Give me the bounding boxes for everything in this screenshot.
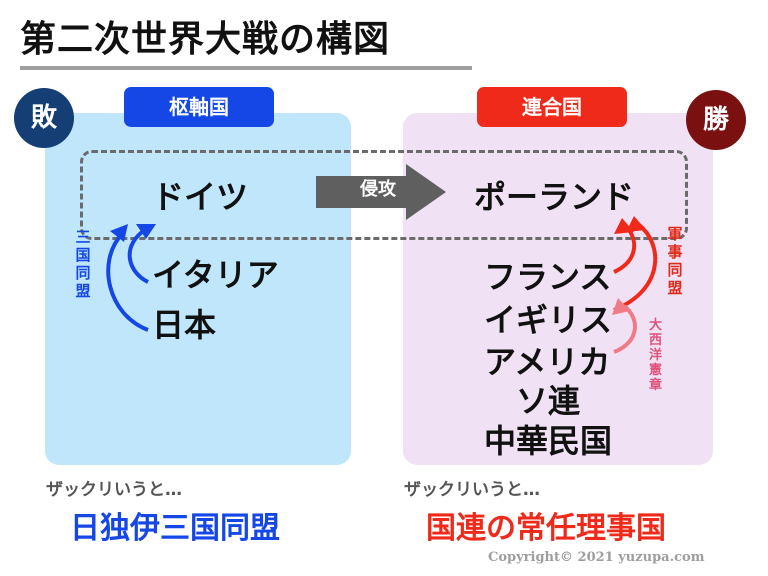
allies-tag: 連合国 <box>477 87 627 127</box>
axis-tag: 枢軸国 <box>124 87 274 127</box>
title-underline <box>20 66 472 70</box>
alliance-arrow-japan <box>106 232 149 332</box>
allies-summary-lead: ザックリいうと… <box>404 480 540 500</box>
alliance-arrowhead-japan <box>110 224 128 242</box>
win-badge: 勝 <box>686 90 746 150</box>
country-france: フランス <box>484 258 612 296</box>
lose-badge: 敗 <box>14 88 74 148</box>
axis-conclusion: 日独伊三国同盟 <box>70 511 280 546</box>
country-usa: アメリカ <box>484 343 611 381</box>
invade-arrow <box>316 164 446 220</box>
page-title: 第二次世界大戦の構図 <box>20 19 391 60</box>
alliance-arrowhead-italy <box>136 224 156 239</box>
allies-conclusion: 国連の常任理事国 <box>426 511 666 546</box>
country-ussr: ソ連 <box>516 382 581 420</box>
military-arrow-uk <box>613 222 658 312</box>
country-germany: ドイツ <box>152 178 249 216</box>
country-uk: イギリス <box>484 301 613 339</box>
atlantic-charter-label: 大西洋憲章 <box>648 318 662 393</box>
country-poland: ポーランド <box>474 178 635 216</box>
military-alliance-label: 軍事同盟 <box>667 225 683 297</box>
allies-panel <box>403 113 713 465</box>
alliance-arrow-italy <box>127 230 149 284</box>
military-arrowhead-uk <box>626 216 646 232</box>
country-japan: 日本 <box>152 306 217 344</box>
copyright-notice: Copyright© 2021 yuzupa.com <box>488 550 705 565</box>
country-roc: 中華民国 <box>484 422 613 460</box>
axis-summary-lead: ザックリいうと… <box>46 480 182 500</box>
country-italy: イタリア <box>152 256 279 294</box>
invasion-dashed-box <box>80 150 688 240</box>
tripartite-pact-label: 三国同盟 <box>75 228 91 300</box>
invade-label: 侵攻 <box>360 179 396 200</box>
atlantic-arrowhead <box>612 298 630 315</box>
axis-panel <box>45 113 351 465</box>
